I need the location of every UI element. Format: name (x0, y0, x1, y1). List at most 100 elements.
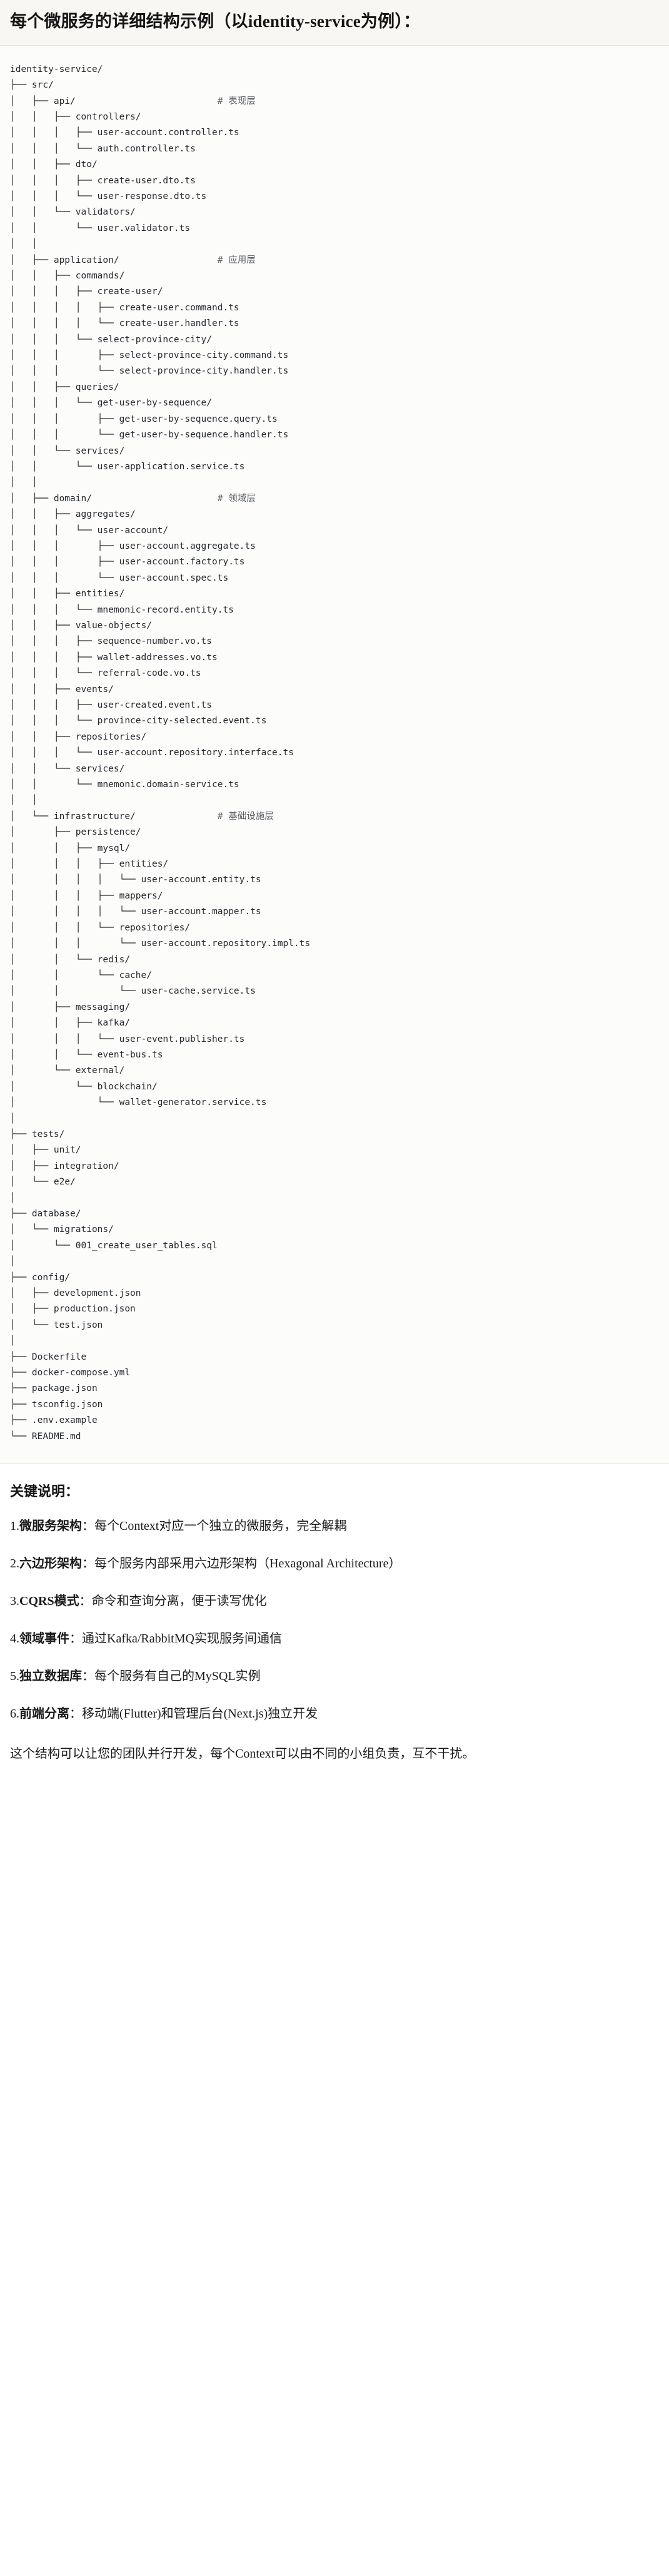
key-note-number: 4. (10, 1632, 19, 1646)
tree-line: │ │ │ └── user-account.repository.impl.t… (10, 939, 311, 949)
key-note-term: 前端分离 (19, 1707, 69, 1721)
tree-line: │ │ ├── entities/ (10, 589, 125, 599)
tree-line: ├── tsconfig.json (10, 1399, 103, 1410)
tree-line: │ │ │ └── user-event.publisher.ts (10, 1034, 245, 1044)
tree-line: │ │ │ ├── mappers/ (10, 890, 163, 901)
page-title: 每个微服务的详细结构示例（以identity-service为例）： (10, 12, 421, 31)
key-note-term: 六边形架构 (19, 1557, 82, 1571)
tree-line: │ ├── development.json (10, 1288, 141, 1299)
tree-line: │ │ ├── dto/ (10, 160, 98, 170)
tree-line: ├── config/ (10, 1272, 71, 1283)
key-note-number: 2. (10, 1557, 19, 1571)
tree-line: │ │ │ ├── create-user/ (10, 287, 163, 297)
title-band: 每个微服务的详细结构示例（以identity-service为例）： (0, 0, 669, 46)
tree-line: │ │ (10, 477, 38, 488)
tree-line: ├── .env.example (10, 1415, 98, 1426)
tree-line: │ ├── messaging/ (10, 1002, 131, 1012)
key-note-term: 微服务架构 (19, 1519, 82, 1534)
tree-line: │ │ │ ├── sequence-number.vo.ts (10, 636, 213, 647)
tree-line: │ │ │ ├── user-account.controller.ts (10, 128, 239, 138)
tree-line: │ └── e2e/ (10, 1177, 76, 1188)
tree-line: │ │ (10, 795, 38, 806)
tree-line-comment: # 基础设施层 (217, 811, 274, 822)
tree-line: │ (10, 1336, 16, 1347)
tree-line: │ (10, 1113, 16, 1124)
tree-line: identity-service/ (10, 64, 103, 74)
tree-line: │ │ │ ├── entities/ (10, 859, 169, 870)
key-note-item: 2.六边形架构：每个服务内部采用六边形架构（Hexagonal Architec… (10, 1554, 659, 1573)
tree-line: │ │ │ └── get-user-by-sequence.handler.t… (10, 430, 289, 440)
tree-line: │ │ │ ├── wallet-addresses.vo.ts (10, 652, 218, 663)
key-note-term: 独立数据库 (19, 1669, 82, 1684)
tree-line: │ │ │ └── repositories/ (10, 922, 191, 933)
footer-note: 这个结构可以让您的团队并行开发，每个Context可以由不同的小组负责，互不干扰… (10, 1747, 475, 1761)
key-notes-section: 关键说明： 1.微服务架构：每个Context对应一个独立的微服务，完全解耦 2.… (0, 1464, 669, 1781)
key-note-item: 6.前端分离：移动端(Flutter)和管理后台(Next.js)独立开发 (10, 1704, 659, 1723)
tree-line: │ │ │ └── mnemonic-record.entity.ts (10, 604, 234, 615)
tree-line: │ │ │ └── user-account/ (10, 525, 169, 536)
tree-line: │ └── migrations/ (10, 1224, 114, 1235)
key-notes-title: 关键说明： (10, 1484, 79, 1500)
tree-line: │ │ │ └── user-account.repository.interf… (10, 748, 294, 758)
key-note-description: ：命令和查询分离，便于读写优化 (79, 1594, 267, 1609)
tree-line-comment: # 应用层 (217, 255, 256, 265)
tree-line: │ │ └── user-cache.service.ts (10, 986, 256, 997)
tree-line: │ │ │ ├── select-province-city.command.t… (10, 350, 289, 361)
tree-line: │ │ │ └── select-province-city/ (10, 334, 213, 345)
tree-line: │ │ │ └── get-user-by-sequence/ (10, 398, 213, 409)
tree-line: │ │ ├── events/ (10, 684, 114, 695)
tree-line: │ │ ├── controllers/ (10, 111, 141, 122)
key-note-term: CQRS模式 (19, 1594, 79, 1609)
tree-line: │ │ │ ├── create-user.dto.ts (10, 175, 196, 186)
tree-line: │ │ ├── value-objects/ (10, 620, 152, 631)
tree-line: │ │ └── user-application.service.ts (10, 461, 245, 472)
tree-line: │ │ ├── mysql/ (10, 843, 131, 853)
tree-line: │ ├── integration/ (10, 1161, 119, 1171)
tree-line: │ │ └── services/ (10, 763, 125, 774)
tree-line: │ │ │ └── province-city-selected.event.t… (10, 716, 267, 726)
tree-line: │ │ │ ├── get-user-by-sequence.query.ts (10, 414, 278, 424)
key-note-number: 1. (10, 1519, 19, 1534)
tree-line-comment: # 表现层 (217, 96, 256, 106)
tree-line: │ │ (10, 239, 38, 250)
tree-line: │ │ ├── kafka/ (10, 1018, 131, 1029)
tree-line: │ │ │ ├── user-account.aggregate.ts (10, 541, 256, 551)
tree-line: │ │ └── validators/ (10, 207, 136, 218)
tree-line: │ │ └── mnemonic.domain-service.ts (10, 780, 239, 790)
tree-line: │ ├── application/ (10, 255, 218, 265)
tree-line: │ │ └── user.validator.ts (10, 223, 191, 233)
tree-line: │ │ │ └── user-account.spec.ts (10, 573, 229, 583)
tree-line: │ │ │ └── user-response.dto.ts (10, 191, 207, 201)
tree-line: │ │ │ │ └── user-account.entity.ts (10, 875, 261, 885)
tree-line: │ │ │ └── select-province-city.handler.t… (10, 366, 289, 377)
tree-line: ├── docker-compose.yml (10, 1368, 131, 1378)
tree-line: │ │ │ ├── user-created.event.ts (10, 700, 213, 710)
key-note-description: ：移动端(Flutter)和管理后台(Next.js)独立开发 (69, 1707, 318, 1721)
key-note-item: 4.领域事件：通过Kafka/RabbitMQ实现服务间通信 (10, 1629, 659, 1648)
tree-line: │ └── infrastructure/ (10, 811, 218, 822)
tree-line: │ │ │ │ ├── create-user.command.ts (10, 302, 239, 313)
tree-line: ├── src/ (10, 80, 54, 91)
tree-line: │ │ ├── aggregates/ (10, 509, 136, 520)
tree-line: │ (10, 1256, 16, 1267)
tree-line: ├── tests/ (10, 1129, 65, 1139)
key-note-description: ：每个服务有自己的MySQL实例 (82, 1669, 261, 1684)
tree-line: │ │ └── event-bus.ts (10, 1049, 163, 1060)
directory-tree: identity-service/ ├── src/ │ ├── api/ # … (10, 62, 659, 1445)
tree-line: │ │ ├── commands/ (10, 271, 125, 282)
key-note-term: 领域事件 (19, 1632, 69, 1646)
tree-line: │ │ └── cache/ (10, 970, 152, 980)
tree-line: │ └── wallet-generator.service.ts (10, 1097, 267, 1108)
directory-tree-block: identity-service/ ├── src/ │ ├── api/ # … (0, 45, 669, 1465)
key-note-description: ：每个Context对应一个独立的微服务，完全解耦 (82, 1519, 347, 1534)
key-note-item: 5.独立数据库：每个服务有自己的MySQL实例 (10, 1667, 659, 1686)
tree-line: │ └── 001_create_user_tables.sql (10, 1240, 218, 1251)
key-note-number: 6. (10, 1707, 19, 1721)
tree-line: ├── Dockerfile (10, 1352, 87, 1362)
tree-line: │ │ │ ├── user-account.factory.ts (10, 557, 245, 568)
tree-line: │ └── blockchain/ (10, 1081, 158, 1092)
tree-line: │ │ └── services/ (10, 445, 125, 456)
key-note-number: 3. (10, 1594, 19, 1609)
tree-line: │ ├── api/ (10, 96, 218, 106)
key-note-description: ：通过Kafka/RabbitMQ实现服务间通信 (69, 1632, 282, 1646)
